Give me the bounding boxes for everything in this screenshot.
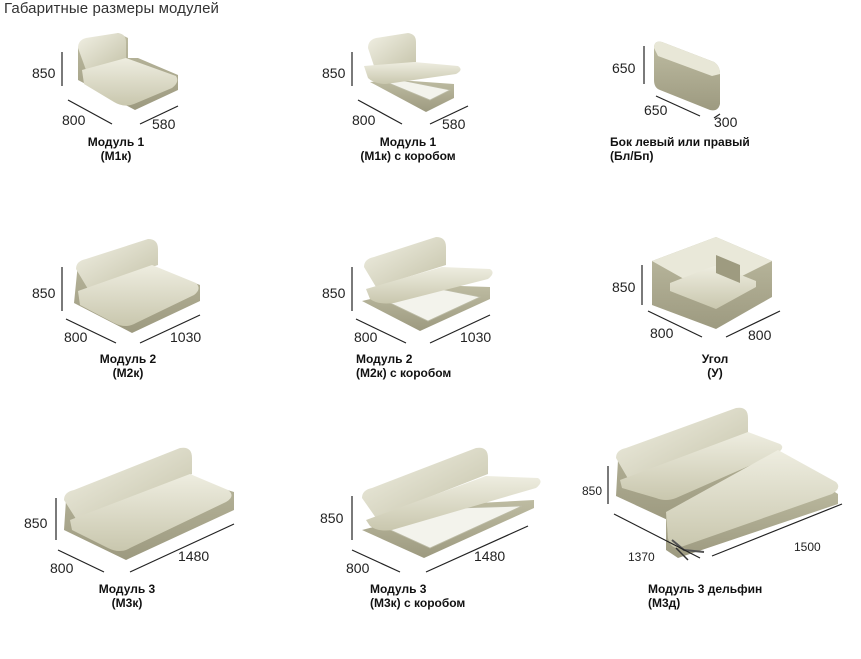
module-3-box-drawing	[351, 447, 541, 573]
module-name: Модуль 1	[379, 135, 437, 149]
module-2-card: 850 800 1030 Модуль 2 (М2к)	[0, 225, 280, 395]
side-panel-card: 650 650 300 Бок левый или правый (Бл/Бп)	[580, 0, 861, 200]
height-label: 850	[322, 65, 346, 81]
corner-drawing	[641, 237, 781, 338]
module-3-card: 850 800 1480 Модуль 3 (М3к)	[0, 430, 280, 630]
module-caption: Модуль 2 (М2к) с коробом	[356, 352, 451, 380]
module-code: (Бл/Бп)	[610, 149, 654, 163]
module-caption: Модуль 3 (М3к)	[86, 582, 168, 610]
module-caption: Модуль 3 дельфин (М3д)	[648, 582, 762, 610]
module-code: (М3к) с коробом	[370, 596, 466, 610]
height-label: 850	[32, 65, 56, 81]
module-1-drawing	[61, 33, 179, 125]
height-label: 850	[32, 285, 56, 301]
height-label: 850	[322, 285, 346, 301]
width-label: 1480	[474, 548, 506, 564]
module-code: (М3д)	[648, 596, 681, 610]
depth-label: 800	[62, 112, 86, 128]
module-2-box-drawing	[351, 237, 493, 344]
module-caption: Модуль 2 (М2к)	[84, 352, 172, 380]
page-title: Габаритные размеры модулей	[4, 0, 220, 17]
depth-label: 800	[50, 560, 74, 576]
height-label: 850	[612, 279, 636, 295]
depth-label: 650	[644, 102, 668, 118]
module-code: (М3к)	[111, 596, 143, 610]
width-label: 800	[748, 327, 772, 343]
module-code: (М1к) с коробом	[360, 149, 456, 163]
depth-label: 800	[354, 329, 378, 345]
depth-label: 1370	[628, 550, 655, 564]
module-name: Модуль 3	[370, 582, 427, 596]
module-code: (У)	[707, 366, 723, 380]
module-3-dolphin-drawing	[607, 407, 843, 561]
module-1-box-card: 850 800 580 Модуль 1 (М1к) с коробом	[290, 0, 570, 200]
module-name: Модуль 1	[87, 135, 145, 149]
module-name: Угол	[701, 352, 729, 366]
module-caption: Модуль 1 (М1к) с коробом	[348, 135, 468, 163]
corner-card: 850 800 800 Угол (У)	[580, 225, 861, 395]
module-code: (М2к) с коробом	[356, 366, 452, 380]
height-label: 850	[24, 515, 48, 531]
depth-label: 800	[352, 112, 376, 128]
module-caption: Модуль 1 (М1к)	[80, 135, 152, 163]
module-name: Бок левый или правый	[610, 135, 750, 149]
module-2-drawing	[61, 239, 201, 344]
module-code: (М1к)	[100, 149, 132, 163]
depth-label: 800	[346, 560, 370, 576]
module-name: Модуль 3 дельфин	[648, 582, 763, 596]
height-label: 650	[612, 60, 636, 76]
width-label: 1480	[178, 548, 210, 564]
width-label: 1030	[460, 329, 492, 345]
width-label: 580	[152, 116, 176, 132]
module-1-card: 850 800 580 Модуль 1 (М1к)	[0, 0, 280, 200]
module-3-dolphin-card: 850 1370 1500 Модуль 3 дельфин (М3д)	[580, 400, 861, 630]
depth-label: 800	[650, 325, 674, 341]
module-caption: Бок левый или правый (Бл/Бп)	[610, 135, 750, 163]
width-label: 300	[714, 114, 738, 130]
width-label: 1030	[170, 329, 202, 345]
module-name: Модуль 3	[98, 582, 156, 596]
module-caption: Угол (У)	[690, 352, 740, 380]
module-3-drawing	[55, 447, 235, 573]
height-label: 850	[582, 484, 603, 498]
module-code: (М2к)	[112, 366, 144, 380]
module-name: Модуль 2	[356, 352, 413, 366]
module-caption: Модуль 3 (М3к) с коробом	[370, 582, 465, 610]
module-2-box-card: 850 800 1030 Модуль 2 (М2к) с коробом	[290, 225, 570, 395]
depth-label: 800	[64, 329, 88, 345]
width-label: 1500	[794, 540, 821, 554]
width-label: 580	[442, 116, 466, 132]
module-1-box-drawing	[351, 33, 469, 125]
side-panel-drawing	[643, 41, 721, 119]
height-label: 850	[320, 510, 344, 526]
module-name: Модуль 2	[99, 352, 157, 366]
module-3-box-card: 850 800 1480 Модуль 3 (М3к) с коробом	[290, 430, 570, 630]
